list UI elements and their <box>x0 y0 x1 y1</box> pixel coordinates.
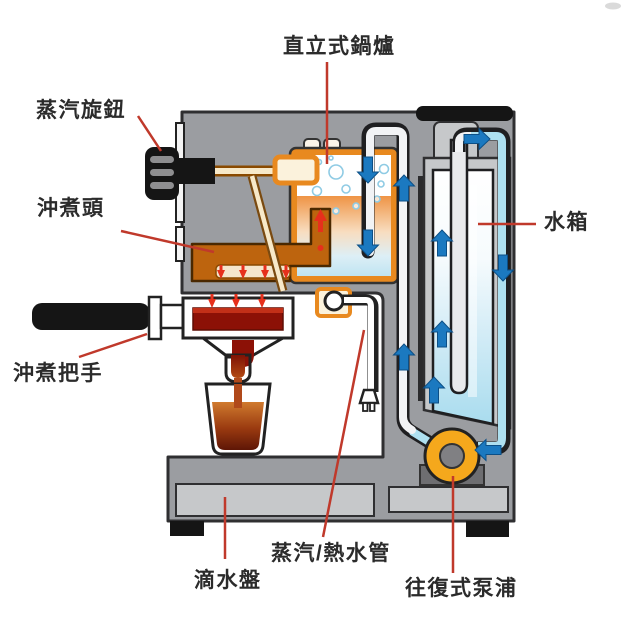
label-steam-knob: 蒸汽旋鈕 <box>36 99 126 122</box>
wand-valve <box>323 290 345 312</box>
top-handle-bar <box>416 106 513 121</box>
leader-lines <box>78 62 536 573</box>
steam-valve-box <box>272 154 320 186</box>
label-boiler: 直立式鍋爐 <box>283 35 396 58</box>
cup-coffee <box>212 402 264 450</box>
portafilter-handle <box>32 303 150 330</box>
wand-tip <box>358 388 380 405</box>
label-pump: 往復式泵浦 <box>405 577 518 600</box>
dispersion-screen <box>215 264 291 279</box>
label-brew-head: 沖煮頭 <box>37 197 105 220</box>
label-water-tank: 水箱 <box>544 211 589 234</box>
tank-suction-tube <box>449 138 469 395</box>
watermark-smudge <box>605 2 621 10</box>
leader-brew-head <box>120 229 215 254</box>
label-drip-tray: 滴水盤 <box>194 569 262 592</box>
hot-water-up-arrow <box>314 209 327 221</box>
left-foot <box>170 521 204 536</box>
drip-tray-front-panel <box>175 483 375 517</box>
leader-steam-knob <box>136 115 163 152</box>
espresso-cup <box>204 382 272 456</box>
portafilter <box>32 294 295 410</box>
brew-head <box>190 207 332 283</box>
knob-shaft <box>178 158 215 184</box>
steam-wand <box>315 287 380 412</box>
leader-steam-pipe <box>321 329 366 538</box>
leader-brew-handle <box>78 332 148 359</box>
label-brew-handle: 沖煮把手 <box>13 362 103 385</box>
right-foot <box>466 521 509 537</box>
label-steam-hot-water-pipe: 蒸汽/熱水管 <box>271 542 391 565</box>
steam-knob-assembly <box>145 147 320 293</box>
right-front-panel <box>388 486 509 513</box>
pump <box>419 427 485 486</box>
